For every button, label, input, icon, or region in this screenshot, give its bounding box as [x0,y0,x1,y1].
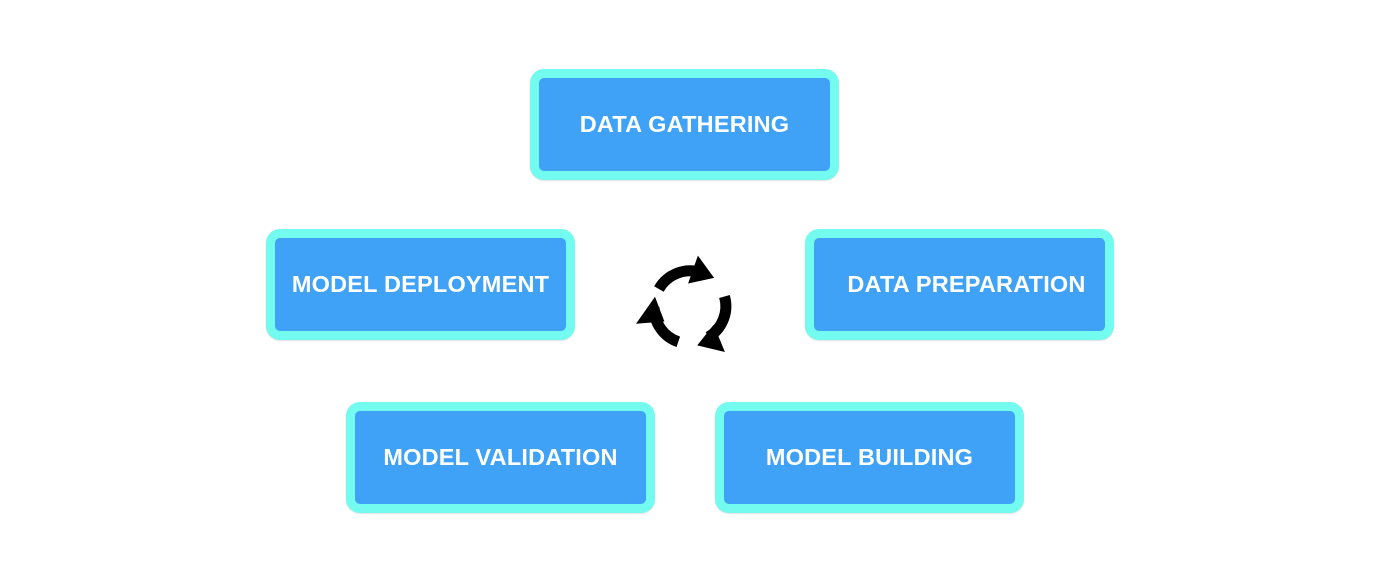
stage-label-model-validation: MODEL VALIDATION [383,444,618,470]
stage-label-data-gathering: DATA GATHERING [579,111,790,137]
stage-model-deployment: MODEL DEPLOYMENT [266,229,575,340]
stage-model-building: MODEL BUILDING [715,402,1024,513]
stage-data-preparation: DATA PREPARATION [805,229,1114,340]
cycle-arrows-icon [636,255,732,352]
stage-label-model-deployment: MODEL DEPLOYMENT [291,271,550,297]
stage-model-validation: MODEL VALIDATION [346,402,655,513]
cycle-arrowhead-bottom [636,296,665,324]
cycle-arrowhead-right [697,324,725,352]
stage-label-data-preparation: DATA PREPARATION [847,271,1086,297]
cycle-arrowhead-top [688,255,715,284]
stage-label-model-building: MODEL BUILDING [765,444,974,470]
stage-data-gathering: DATA GATHERING [530,69,839,180]
